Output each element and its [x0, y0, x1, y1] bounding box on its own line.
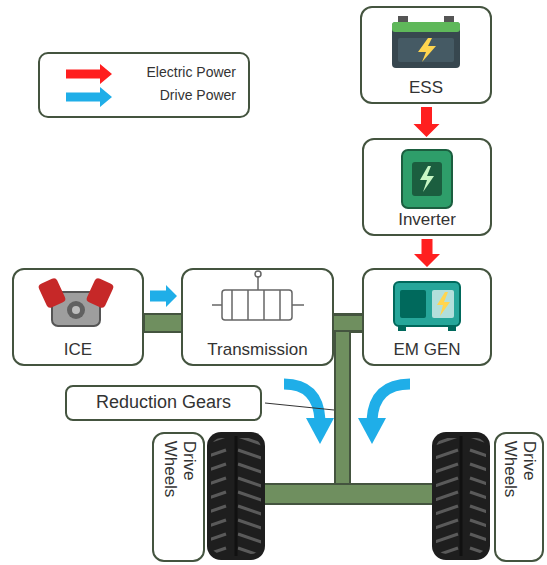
battery-icon [392, 16, 460, 68]
generator-icon [394, 282, 460, 331]
inverter-box: Inverter [362, 138, 492, 236]
legend-arrow [64, 64, 114, 84]
node-label: ESS [409, 79, 443, 98]
leader-line [265, 403, 334, 410]
electric-power-arrow [414, 239, 440, 267]
legend-label: Electric Power [147, 64, 236, 80]
callout-box: Reduction Gears [65, 385, 262, 421]
drive-connector [150, 285, 177, 307]
node-label: Reduction Gears [96, 393, 231, 413]
node-label: Drive Wheels [500, 440, 537, 502]
electric-power-arrow [414, 107, 440, 137]
wheel-label-box: Drive Wheels [152, 432, 205, 562]
generator-box: EM GEN [362, 268, 492, 366]
drive-connector [333, 315, 363, 331]
node-label: EM GEN [393, 341, 460, 360]
engine-icon [37, 277, 114, 326]
legend-box: Electric PowerDrive Power [38, 52, 250, 118]
drive-wheel-tire [207, 432, 490, 560]
legend-swatch [66, 87, 112, 107]
transmission-icon [212, 271, 304, 320]
transmission-box: Transmission [181, 268, 334, 366]
inverter-icon [402, 150, 452, 208]
legend-entry: Drive Power [40, 86, 248, 108]
storage-box: ESS [360, 6, 492, 104]
wheel-label-box: Drive Wheels [494, 432, 544, 562]
legend-label: Drive Power [160, 87, 236, 103]
legend-arrow [64, 87, 114, 107]
legend-entry: Electric Power [40, 63, 248, 85]
node-label: ICE [64, 341, 92, 360]
node-label: Transmission [207, 341, 307, 360]
legend-swatch [66, 64, 112, 84]
drive-power-arrow [284, 384, 410, 444]
engine-box: ICE [12, 268, 144, 366]
node-label: Drive Wheels [160, 440, 197, 502]
node-label: Inverter [398, 211, 456, 230]
